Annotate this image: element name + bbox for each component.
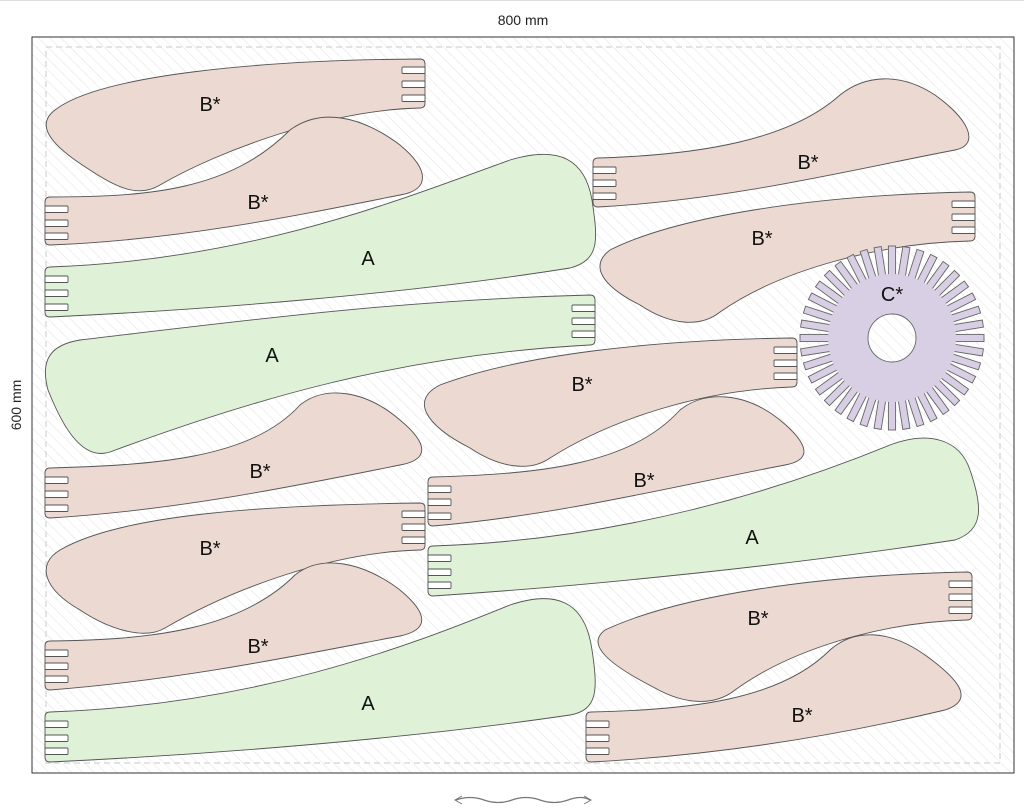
gear-hole <box>867 313 917 363</box>
finger-joint-notch <box>773 346 798 354</box>
part-outline <box>44 598 596 763</box>
sheet-margin <box>45 46 1001 764</box>
part-outline <box>44 392 423 519</box>
finger-joint-notch <box>948 580 973 588</box>
finger-joint-notch <box>44 662 69 670</box>
part-b[interactable]: B* <box>592 78 970 208</box>
part-label: B* <box>797 152 818 174</box>
finger-joint-notch <box>951 226 976 234</box>
finger-joint-notch <box>427 512 452 520</box>
finger-joint-notch <box>571 317 596 325</box>
part-outline <box>423 337 798 467</box>
finger-joint-notch <box>773 359 798 367</box>
finger-joint-notch <box>571 304 596 312</box>
finger-joint-notch <box>427 581 452 589</box>
finger-joint-notch <box>585 747 610 755</box>
part-label: B* <box>791 705 812 727</box>
sheet-width-label: 800 mm <box>498 12 549 28</box>
finger-joint-notch <box>427 568 452 576</box>
finger-joint-notch <box>401 523 426 531</box>
part-label: A <box>745 527 759 549</box>
part-b[interactable]: B* <box>44 562 423 691</box>
finger-joint-notch <box>427 554 452 562</box>
part-label: B* <box>747 608 768 630</box>
finger-joint-notch <box>592 166 617 174</box>
part-b[interactable]: B* <box>45 502 426 634</box>
finger-joint-notch <box>44 275 69 283</box>
finger-joint-notch <box>44 504 69 512</box>
finger-joint-notch <box>44 476 69 484</box>
finger-joint-notch <box>44 747 69 755</box>
horizontal-resize-icon[interactable] <box>453 795 593 805</box>
part-outline <box>597 571 973 702</box>
part-label: A <box>361 693 375 715</box>
part-label: B* <box>633 470 654 492</box>
part-a[interactable]: A <box>44 294 596 454</box>
finger-joint-notch <box>948 593 973 601</box>
part-outline <box>427 437 979 597</box>
part-outline <box>44 294 596 454</box>
part-a[interactable]: A <box>44 598 596 763</box>
finger-joint-notch <box>401 94 426 102</box>
part-label: B* <box>249 461 270 483</box>
finger-joint-notch <box>44 232 69 240</box>
part-outline <box>45 502 426 634</box>
part-b[interactable]: B* <box>45 58 426 192</box>
finger-joint-notch <box>44 490 69 498</box>
top-divider <box>0 0 1024 1</box>
part-b[interactable]: B* <box>599 191 976 323</box>
part-label: B* <box>247 636 268 658</box>
sheet-height-label: 600 mm <box>8 380 24 431</box>
finger-joint-notch <box>585 734 610 742</box>
part-label: B* <box>247 192 268 214</box>
finger-joint-notch <box>44 649 69 657</box>
part-b[interactable]: B* <box>423 337 798 467</box>
part-outline <box>599 191 976 323</box>
finger-joint-notch <box>401 510 426 518</box>
part-label: B* <box>199 94 220 116</box>
part-a[interactable]: A <box>427 437 979 597</box>
finger-joint-notch <box>44 289 69 297</box>
part-b[interactable]: B* <box>427 396 805 527</box>
part-b[interactable]: B* <box>44 392 423 519</box>
finger-joint-notch <box>44 205 69 213</box>
part-label: B* <box>751 228 772 250</box>
part-outline <box>592 78 970 208</box>
part-outline <box>427 396 805 527</box>
finger-joint-notch <box>401 66 426 74</box>
finger-joint-notch <box>773 372 798 380</box>
finger-joint-notch <box>571 330 596 338</box>
finger-joint-notch <box>951 213 976 221</box>
finger-joint-notch <box>44 303 69 311</box>
part-b[interactable]: B* <box>585 634 962 763</box>
part-label: C* <box>881 284 903 306</box>
part-outline <box>44 562 423 691</box>
part-c[interactable]: C* <box>799 245 985 431</box>
finger-joint-notch <box>592 192 617 200</box>
part-label: B* <box>571 374 592 396</box>
finger-joint-notch <box>44 720 69 728</box>
finger-joint-notch <box>592 179 617 187</box>
finger-joint-notch <box>427 485 452 493</box>
finger-joint-notch <box>585 720 610 728</box>
part-a[interactable]: A <box>44 153 597 318</box>
finger-joint-notch <box>401 536 426 544</box>
part-outline <box>44 116 423 246</box>
part-outline <box>44 153 597 318</box>
part-outline <box>45 58 426 192</box>
finger-joint-notch <box>44 219 69 227</box>
finger-joint-notch <box>44 734 69 742</box>
part-label: B* <box>199 538 220 560</box>
finger-joint-notch <box>948 606 973 614</box>
finger-joint-notch <box>427 498 452 506</box>
part-label: A <box>361 248 375 270</box>
finger-joint-notch <box>951 200 976 208</box>
part-b[interactable]: B* <box>44 116 423 246</box>
part-b[interactable]: B* <box>597 571 973 702</box>
finger-joint-notch <box>401 80 426 88</box>
finger-joint-notch <box>44 675 69 683</box>
part-label: A <box>265 345 279 367</box>
part-outline <box>585 634 962 763</box>
